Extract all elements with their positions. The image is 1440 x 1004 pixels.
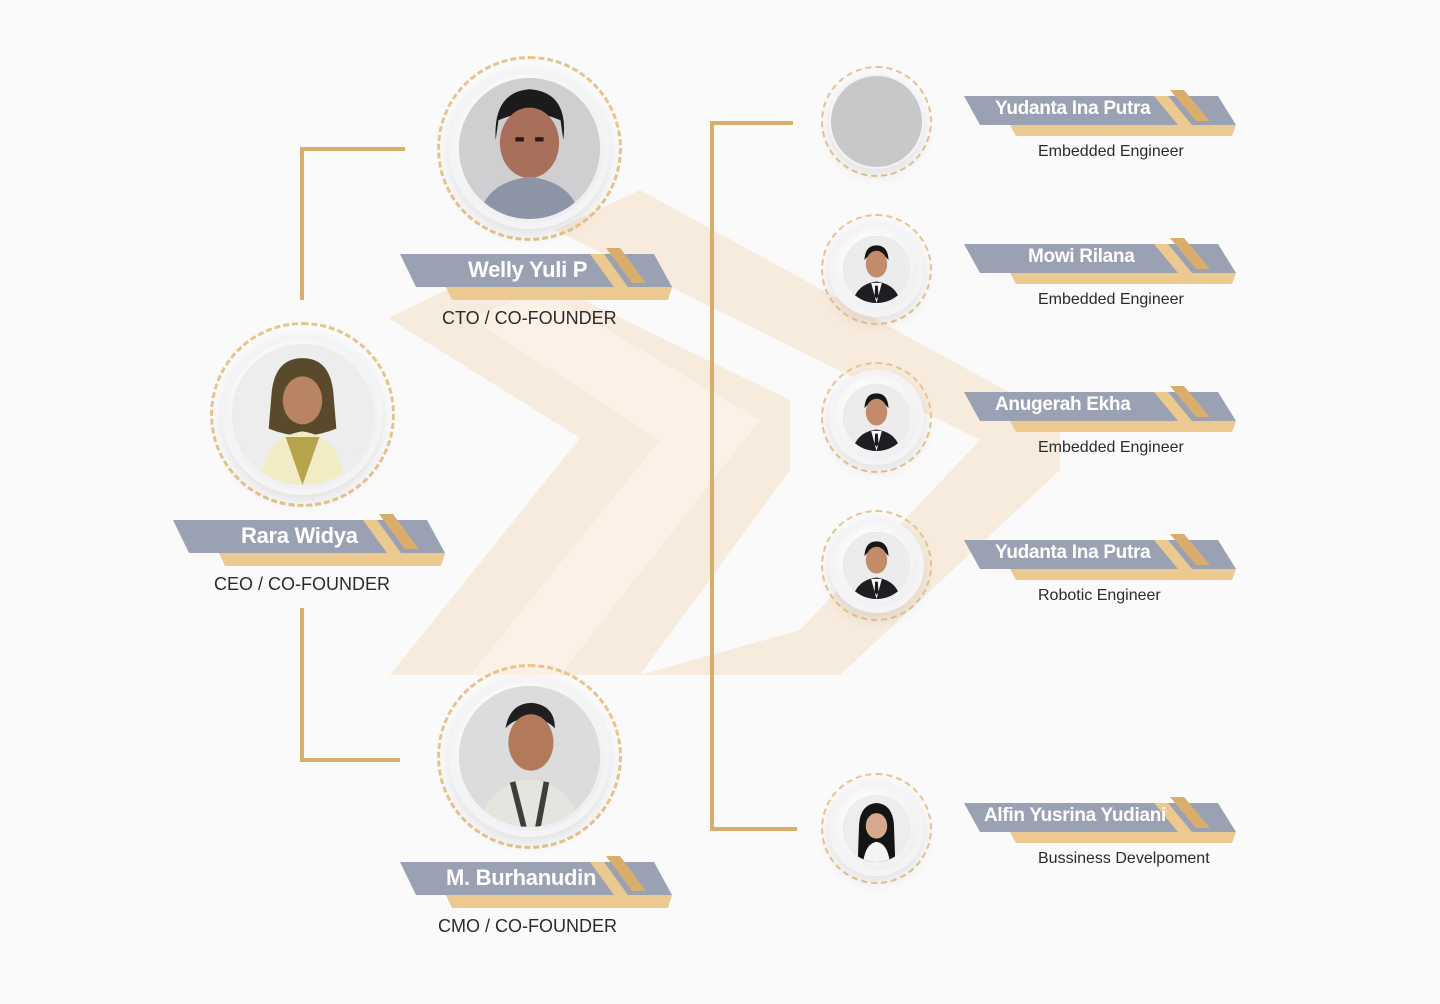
person-portrait-icon <box>843 795 910 862</box>
team-member-name: Alfin Yusrina Yudiani <box>984 805 1166 826</box>
person-portrait-icon <box>459 78 600 219</box>
avatar-cmo <box>437 664 622 849</box>
team-avatar <box>821 66 932 177</box>
team-name-banner: Yudanta Ina Putra <box>964 90 1236 136</box>
team-member-name: Mowi Rilana <box>1028 246 1135 267</box>
founder-name-cto: Welly Yuli P <box>468 257 588 282</box>
name-banner-cmo: M. Burhanudin <box>400 856 672 908</box>
team-member-name: Anugerah Ekha <box>995 394 1131 415</box>
team-member-role: Bussiness Develpoment <box>1038 850 1210 867</box>
team-avatar <box>821 510 932 621</box>
avatar-ceo <box>210 322 395 507</box>
person-portrait-icon <box>843 532 910 599</box>
avatar-cto <box>437 56 622 241</box>
team-name-banner: Mowi Rilana <box>964 238 1236 284</box>
name-banner-cto: Welly Yuli P <box>400 248 672 300</box>
team-name-banner: Alfin Yusrina Yudiani <box>964 797 1236 843</box>
team-avatar <box>821 362 932 473</box>
person-portrait-icon <box>831 76 922 167</box>
team-name-banner: Yudanta Ina Putra <box>964 534 1236 580</box>
team-avatar <box>821 214 932 325</box>
founder-name-cmo: M. Burhanudin <box>446 865 597 890</box>
team-name-banner: Anugerah Ekha <box>964 386 1236 432</box>
role-ceo: CEO / CO-FOUNDER <box>214 574 391 594</box>
team-member-role: Embedded Engineer <box>1038 143 1184 160</box>
role-cto: CTO / CO-FOUNDER <box>442 308 617 328</box>
person-portrait-icon <box>843 236 910 303</box>
team-member-role: Robotic Engineer <box>1038 587 1161 604</box>
person-portrait-icon <box>843 384 910 451</box>
person-portrait-icon <box>459 686 600 827</box>
team-member-role: Embedded Engineer <box>1038 439 1184 456</box>
team-member-name: Yudanta Ina Putra <box>995 542 1151 563</box>
team-avatar <box>821 773 932 884</box>
role-cmo: CMO / CO-FOUNDER <box>438 916 617 936</box>
founder-name-ceo: Rara Widya <box>241 523 358 548</box>
person-portrait-icon <box>232 344 373 485</box>
team-member-name: Yudanta Ina Putra <box>995 98 1151 119</box>
name-banner-ceo: Rara Widya <box>173 514 445 566</box>
team-member-role: Embedded Engineer <box>1038 291 1184 308</box>
